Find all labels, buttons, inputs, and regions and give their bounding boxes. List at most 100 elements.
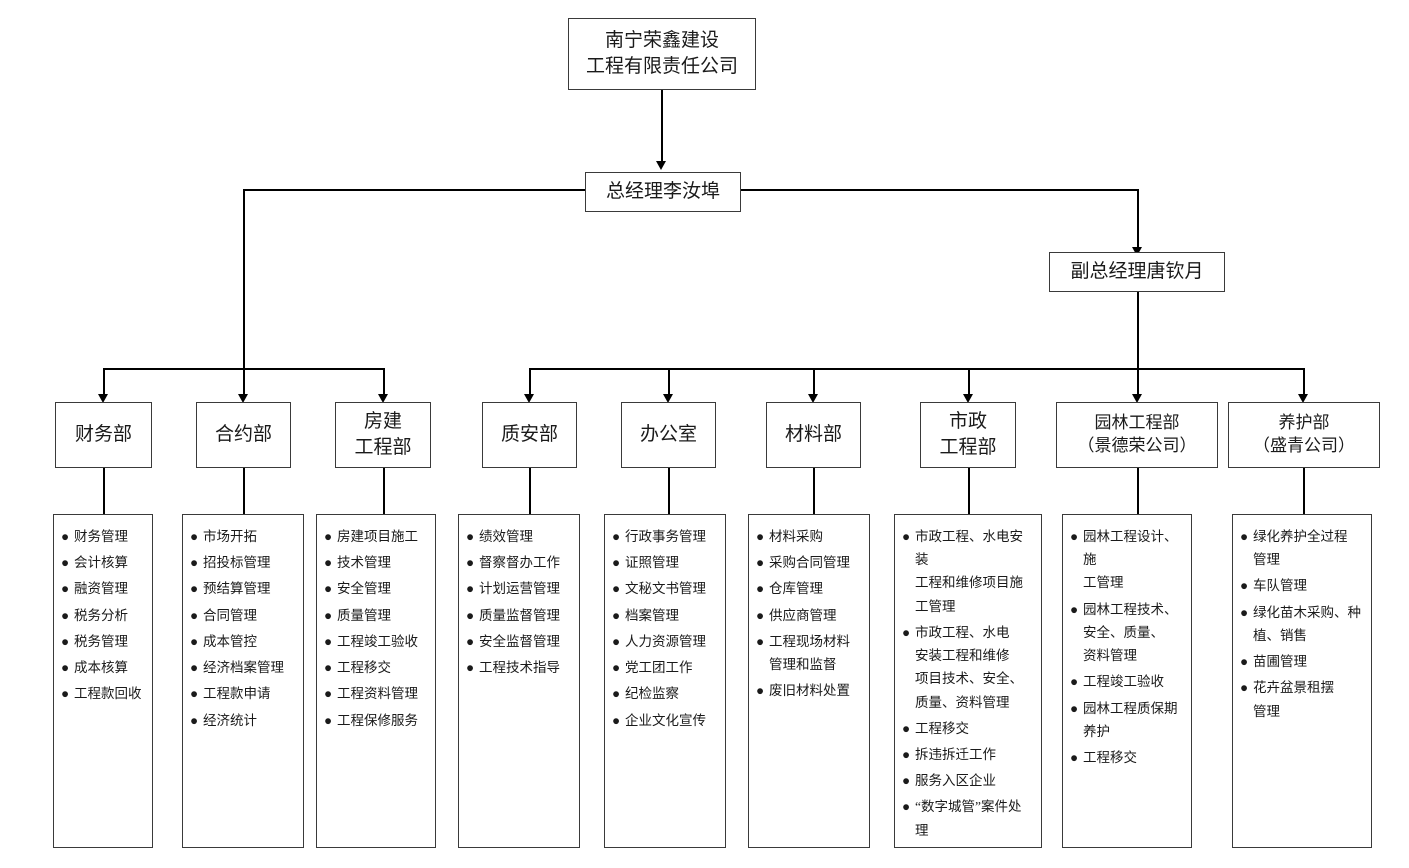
duty-item-line: 废旧材料处置: [769, 683, 850, 699]
node-dept-finance[interactable]: 财务部: [55, 402, 152, 468]
bullet-icon: ●: [190, 581, 199, 597]
duty-item-line: 供应商管理: [769, 607, 837, 623]
bullet-icon: ●: [756, 683, 765, 699]
duty-item-line: 工程竣工验收: [337, 633, 418, 649]
duty-item-line: 资料管理: [1083, 648, 1137, 664]
node-deputy-general-manager[interactable]: 副总经理唐钦月: [1049, 252, 1225, 292]
duty-item-line: 植、销售: [1253, 627, 1307, 643]
duty-item-line: 工程技术指导: [479, 660, 560, 676]
duty-panel-contract[interactable]: ●市场开拓●招投标管理●预结算管理●合同管理●成本管控●经济档案管理●工程款申请…: [182, 514, 304, 848]
bullet-icon: ●: [1240, 529, 1249, 544]
duty-panel-maintenance[interactable]: ●绿化养护全过程管理●车队管理●绿化苗木采购、种植、销售●苗圃管理●花卉盆景租摆…: [1232, 514, 1372, 848]
bullet-icon: ●: [61, 529, 70, 544]
duty-item-line: 花卉盆景租摆: [1253, 680, 1334, 696]
duty-item: ●园林工程质保期养护: [1070, 697, 1184, 743]
stem-maintenance-duties: [1303, 468, 1305, 514]
duty-item: ●质量监督管理: [466, 604, 572, 627]
general-manager-label: 总经理李汝埠: [605, 181, 720, 203]
bullet-icon: ●: [466, 607, 475, 623]
duty-item: ●计划运营管理: [466, 577, 572, 600]
duty-item: ●安全管理: [324, 577, 428, 600]
node-dept-housing-engineering[interactable]: 房建 工程部: [335, 402, 431, 468]
drop-to-maintenance: [1303, 368, 1305, 396]
duty-item: ●工程款回收: [61, 682, 145, 705]
duty-item-line: 市政工程、水电: [915, 624, 1010, 640]
bullet-icon: ●: [1240, 578, 1249, 594]
duty-item: ●房建项目施工: [324, 525, 428, 548]
node-dept-office[interactable]: 办公室: [621, 402, 716, 468]
duty-item: ●质量管理: [324, 604, 428, 627]
duty-item: ●督察督办工作: [466, 551, 572, 574]
bullet-icon: ●: [190, 529, 199, 544]
duty-item-line: 管理和监督: [769, 657, 837, 673]
duty-item: ●工程移交: [1070, 746, 1184, 769]
duty-item: ●技术管理: [324, 551, 428, 574]
stem-landscape-duties: [1137, 468, 1139, 514]
duty-item-line: 拆违拆迁工作: [915, 746, 996, 762]
node-dept-landscape-engineering[interactable]: 园林工程部 （景德荣公司）: [1056, 402, 1218, 468]
duty-item: ●废旧材料处置: [756, 679, 862, 702]
duty-item-line: 税务管理: [74, 633, 128, 649]
duty-panel-office[interactable]: ●行政事务管理●证照管理●文秘文书管理●档案管理●人力资源管理●党工团工作●纪检…: [604, 514, 726, 848]
node-dept-contract[interactable]: 合约部: [196, 402, 291, 468]
bullet-icon: ●: [1070, 529, 1079, 544]
node-dept-municipal-engineering[interactable]: 市政 工程部: [920, 402, 1016, 468]
duty-item: ●工程移交: [902, 717, 1034, 740]
duty-panel-materials[interactable]: ●材料采购●采购合同管理●仓库管理●供应商管理●工程现场材料管理和监督●废旧材料…: [748, 514, 870, 848]
duty-item: ●人力资源管理: [612, 630, 718, 653]
duty-item-line: 督察督办工作: [479, 555, 560, 571]
bullet-icon: ●: [902, 799, 911, 815]
duty-item: ●成本管控: [190, 630, 296, 653]
bullet-icon: ●: [756, 555, 765, 571]
duty-panel-municipal-engineering[interactable]: ●市政工程、水电安装工程和维修项目施工管理●市政工程、水电安装工程和维修项目技术…: [894, 514, 1042, 848]
duty-panel-housing-engineering[interactable]: ●房建项目施工●技术管理●安全管理●质量管理●工程竣工验收●工程移交●工程资料管…: [316, 514, 436, 848]
duty-item: ●党工团工作: [612, 656, 718, 679]
duty-item: ●安全监督管理: [466, 630, 572, 653]
duty-item-line: 行政事务管理: [625, 529, 706, 544]
duty-item: ●预结算管理: [190, 577, 296, 600]
connector-gm-left-drop: [243, 189, 245, 369]
bullet-icon: ●: [756, 633, 765, 649]
drop-to-contract: [243, 368, 245, 396]
duty-item-line: 绿化苗木采购、种: [1253, 604, 1361, 620]
node-dept-materials[interactable]: 材料部: [766, 402, 861, 468]
duty-item: ●会计核算: [61, 551, 145, 574]
company-root-line-2: 工程有限责任公司: [585, 56, 738, 77]
duty-panel-landscape-engineering[interactable]: ●园林工程设计、施工管理●园林工程技术、安全、质量、资料管理●工程竣工验收●园林…: [1062, 514, 1192, 848]
duty-item: ●工程现场材料管理和监督: [756, 630, 862, 676]
duty-item-line: 绿化养护全过程: [1253, 529, 1348, 544]
duty-item-line: 市场开拓: [203, 529, 257, 544]
duty-item-line: 技术管理: [337, 555, 391, 571]
duty-item: ●绿化养护全过程管理: [1240, 525, 1364, 571]
bullet-icon: ●: [902, 720, 911, 736]
duty-item-line: 文秘文书管理: [625, 581, 706, 597]
bullet-icon: ●: [61, 607, 70, 623]
duty-item-line: 党工团工作: [625, 660, 693, 676]
duty-item: ●工程移交: [324, 656, 428, 679]
node-dept-maintenance[interactable]: 养护部 （盛青公司）: [1228, 402, 1380, 468]
duty-item-line: 经济档案管理: [203, 660, 284, 676]
duty-item: ●档案管理: [612, 604, 718, 627]
duty-item-line: 园林工程技术、: [1083, 601, 1178, 617]
duty-item: ●苗圃管理: [1240, 650, 1364, 673]
bullet-icon: ●: [612, 529, 621, 544]
stem-municipal-duties: [968, 468, 970, 514]
duty-panel-finance[interactable]: ●财务管理●会计核算●融资管理●税务分析●税务管理●成本核算●工程款回收: [53, 514, 153, 848]
bullet-icon: ●: [61, 660, 70, 676]
duty-item-line: 苗圃管理: [1253, 654, 1307, 670]
bullet-icon: ●: [324, 660, 333, 676]
duty-item-line: 项目技术、安全、: [915, 671, 1023, 687]
duty-item: ●绩效管理: [466, 525, 572, 548]
drop-to-quality-safety: [529, 368, 531, 396]
bullet-icon: ●: [612, 660, 621, 676]
bullet-icon: ●: [324, 555, 333, 571]
node-general-manager[interactable]: 总经理李汝埠: [585, 172, 741, 212]
dept-quality-safety-label: 质安部: [500, 424, 558, 446]
arrow-to-finance: [98, 394, 108, 403]
node-dept-quality-safety[interactable]: 质安部: [482, 402, 577, 468]
duty-panel-quality-safety[interactable]: ●绩效管理 ●督察督办工作 ●计划运营管理 ●质量监督管理 ●安全监督管理 ● 工程技术指导: [458, 514, 580, 848]
duty-item: ●园林工程技术、安全、质量、资料管理: [1070, 598, 1184, 668]
duty-item: ●证照管理: [612, 551, 718, 574]
bullet-icon: ●: [61, 633, 70, 649]
node-company-root[interactable]: 南宁荣鑫建设 工程有限责任公司: [568, 18, 756, 90]
